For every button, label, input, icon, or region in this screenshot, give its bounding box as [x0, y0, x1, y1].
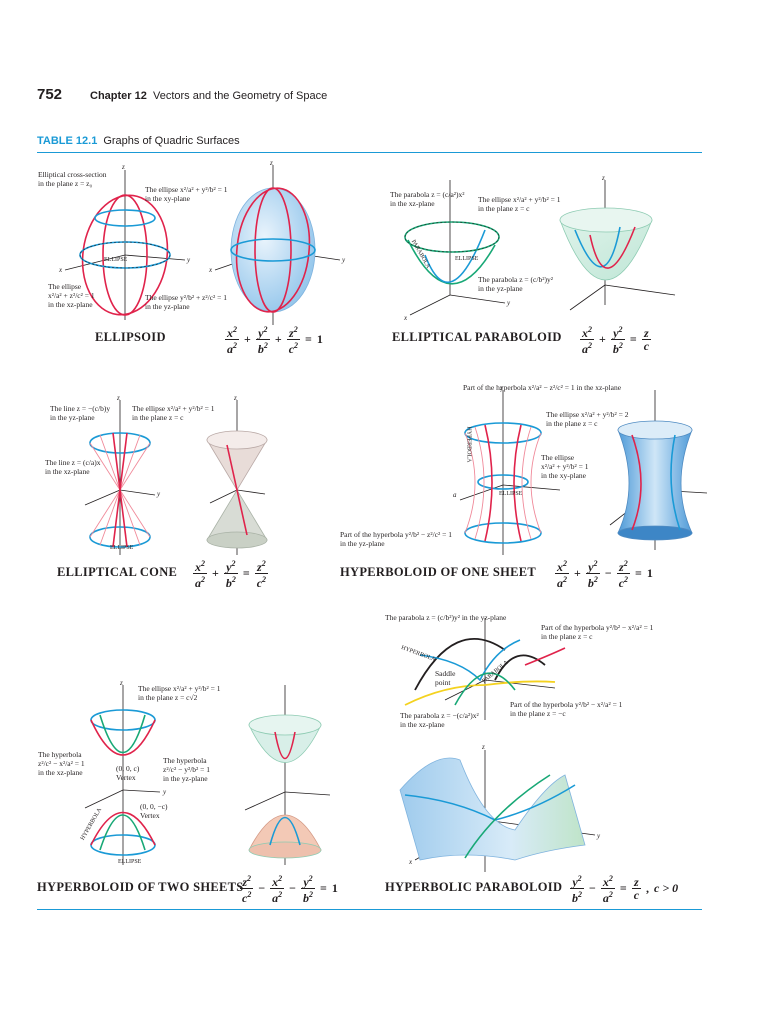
- hyperboloid1-annotation-ellipse-xy: The ellipse x²/a² + y²/b² = 1 in the xy-…: [541, 453, 589, 480]
- svg-text:z: z: [269, 159, 273, 167]
- saddle-annotation-xz-parabola: The parabola z = −(c/a²)x² in the xz-pla…: [400, 711, 479, 729]
- hyperboloid2-annotation-ellipse: The ellipse x²/a² + y²/b² = 1 in the pla…: [138, 684, 221, 702]
- svg-text:a: a: [453, 491, 457, 499]
- table-title: Graphs of Quadric Surfaces: [103, 135, 240, 147]
- hyperboloid-one-sheet-name: HYPERBOLOID OF ONE SHEET: [340, 565, 537, 579]
- svg-text:y: y: [596, 832, 601, 840]
- saddle-annotation-saddle-point: Saddle point: [435, 669, 456, 687]
- ellipsoid-ellipse-label: ELLIPSE: [104, 257, 128, 263]
- svg-text:x: x: [408, 858, 413, 866]
- hyperboloid1-annotation-xz-hyperbola: Part of the hyperbola x²/a² − z²/c² = 1 …: [463, 383, 622, 392]
- svg-text:z: z: [481, 743, 485, 751]
- cone-annotation-xz-line: The line z = (c/a)x in the xz-plane: [45, 458, 101, 476]
- elliptical-cone-figure: z y z: [84, 394, 268, 555]
- cone-ellipse-label: ELLIPSE: [110, 545, 134, 551]
- hyperboloid-two-sheets-name: HYPERBOLOID OF TWO SHEETS: [37, 880, 244, 894]
- ellipsoid-annotation-yz-ellipse: The ellipse y²/b² + z²/c² = 1 in the yz-…: [145, 293, 228, 311]
- paraboloid-annotation-yz-parabola: The parabola z = (c/b²)y² in the yz-plan…: [478, 275, 553, 293]
- chapter-label: Chapter 12: [90, 90, 147, 102]
- svg-text:z: z: [121, 163, 125, 171]
- paraboloid-ellipse-label: ELLIPSE: [455, 256, 479, 262]
- svg-text:z: z: [499, 384, 503, 392]
- ellipsoid-annotation-xy-ellipse: The ellipse x²/a² + y²/b² = 1 in the xy-…: [145, 185, 228, 203]
- paraboloid-annotation-xz-parabola: The parabola z = (c/a²)x² in the xz-plan…: [390, 190, 465, 208]
- table-top-rule: [37, 152, 702, 153]
- ellipsoid-annotation-cross-section: Elliptical cross-section in the plane z …: [38, 170, 107, 188]
- hyperboloid1-annotation-ellipse-z-c: The ellipse x²/a² + y²/b² = 2 in the pla…: [546, 410, 629, 428]
- saddle-annotation-hyperbola-z-c: Part of the hyperbola y²/b² − x²/a² = 1 …: [541, 623, 654, 641]
- svg-text:z: z: [601, 174, 605, 182]
- hyperbolic-paraboloid-figure: z x y: [399, 618, 601, 872]
- elliptical-paraboloid-name: ELLIPTICAL PARABOLOID: [392, 330, 562, 344]
- svg-text:z: z: [233, 394, 237, 402]
- ellipsoid-figure: z x y z x y: [58, 159, 346, 325]
- svg-text:x: x: [208, 266, 213, 274]
- cone-annotation-ellipse: The ellipse x²/a² + y²/b² = 1 in the pla…: [132, 404, 215, 422]
- hyperboloid1-annotation-yz-hyperbola: Part of the hyperbola y²/b² − z²/c² = 1 …: [340, 530, 453, 548]
- hyperboloid-two-sheets-figure: zy: [84, 679, 331, 865]
- table-bottom-rule: [37, 909, 702, 910]
- paraboloid-annotation-ellipse: The ellipse x²/a² + y²/b² = 1 in the pla…: [478, 195, 561, 213]
- saddle-annotation-yz-parabola: The parabola z = (c/b²)y² in the yz-plan…: [385, 613, 507, 622]
- hyperboloid2-vertex-bottom: (0, 0, −c) Vertex: [140, 802, 168, 820]
- hyperboloid2-annotation-yz-hyperbola: The hyperbola z²/c² − y²/b² = 1 in the y…: [163, 756, 211, 783]
- svg-text:z: z: [116, 394, 120, 402]
- elliptical-paraboloid-figure: x y z: [403, 174, 676, 322]
- hyperboloid1-hyperbola-label: HYPERBOLA: [465, 426, 472, 463]
- cone-annotation-yz-line: The line z = −(c/b)y in the yz-plane: [50, 404, 111, 422]
- elliptical-cone-name: ELLIPTICAL CONE: [57, 565, 178, 579]
- svg-text:z: z: [119, 679, 123, 687]
- svg-text:y: y: [162, 788, 167, 796]
- svg-text:y: y: [506, 299, 511, 307]
- chapter-heading: Chapter 12 Vectors and the Geometry of S…: [90, 90, 327, 102]
- hyperboloid2-ellipse-label: ELLIPSE: [118, 859, 142, 865]
- svg-text:x: x: [403, 314, 408, 322]
- svg-text:y: y: [341, 256, 346, 264]
- hyperboloid-one-sheet-figure: za: [453, 384, 708, 555]
- svg-text:y: y: [156, 490, 161, 498]
- svg-text:y: y: [186, 256, 191, 264]
- hyperboloid2-vertex-top: (0, 0, c) Vertex: [116, 764, 140, 782]
- table-label: TABLE 12.1: [37, 135, 98, 147]
- svg-text:x: x: [58, 266, 63, 274]
- chapter-title: Vectors and the Geometry of Space: [152, 90, 328, 102]
- table-heading: TABLE 12.1 Graphs of Quadric Surfaces: [37, 135, 240, 147]
- hyperboloid2-annotation-xz-hyperbola: The hyperbola z²/c² − x²/a² = 1 in the x…: [38, 750, 85, 777]
- hyperbolic-paraboloid-name: HYPERBOLIC PARABOLOID: [385, 880, 563, 894]
- ellipsoid-annotation-xz-ellipse: The ellipse x²/a² + z²/c² = 1 in the xz-…: [48, 282, 95, 309]
- page-number: 752: [37, 86, 63, 103]
- hyperboloid1-ellipse-label: ELLIPSE: [499, 491, 523, 497]
- ellipsoid-name: ELLIPSOID: [95, 330, 166, 344]
- saddle-annotation-hyperbola-z-neg-c: Part of the hyperbola y²/b² − x²/a² = 1 …: [510, 700, 623, 718]
